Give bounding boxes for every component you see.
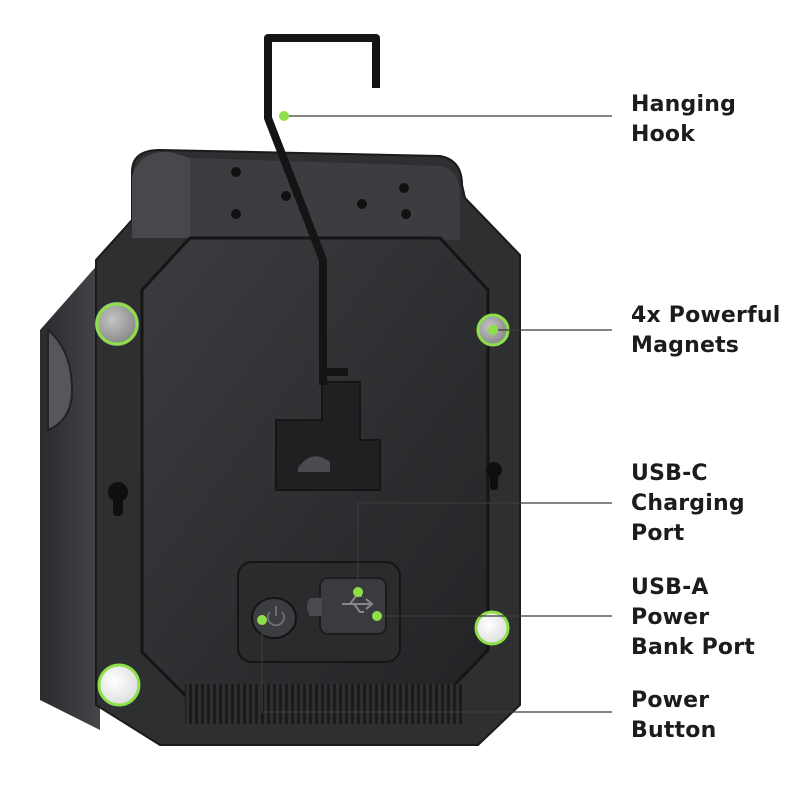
hook-pivot [298,456,330,472]
callout-line: Charging [631,491,745,516]
magnet-bottom-right [474,610,510,646]
hook-foot [319,368,348,385]
callout-line: Bank Port [631,635,755,660]
callout-line: Hook [631,122,696,147]
callout-line: Magnets [631,333,740,358]
callout-leaders [261,115,612,713]
callout-line: 4x Powerful [631,303,781,328]
callout-line: Port [631,521,685,546]
bottom-grip [185,684,465,724]
magnet-top-left [95,302,139,346]
callout-line: Hanging [631,92,737,117]
left-cap-roll [132,151,190,238]
callout-line: Button [631,718,717,743]
usb-port-cover[interactable] [319,577,387,635]
power-button[interactable] [251,597,297,639]
callout-line: USB-A [631,575,709,600]
callout-power-button: Power Button [631,686,716,746]
hook-recess [275,381,381,491]
top-cap [190,158,460,240]
callout-line: Power [631,688,710,713]
callout-line: USB-C [631,461,708,486]
callout-magnets: 4x Powerful Magnets [631,301,780,361]
cover-tab [307,598,322,616]
callout-hanging-hook: Hanging Hook [631,90,736,150]
callout-dots [257,111,498,625]
callout-line: Power [631,605,710,630]
callout-usb-c-port: USB-C Charging Port [631,459,745,549]
hanging-hook [264,34,380,385]
magnet-bottom-left [97,663,141,707]
power-icon [267,606,285,627]
side-hinge [47,327,74,432]
keyhole-slot-icon [108,462,502,516]
callout-usb-a-port: USB-A Power Bank Port [631,573,755,663]
